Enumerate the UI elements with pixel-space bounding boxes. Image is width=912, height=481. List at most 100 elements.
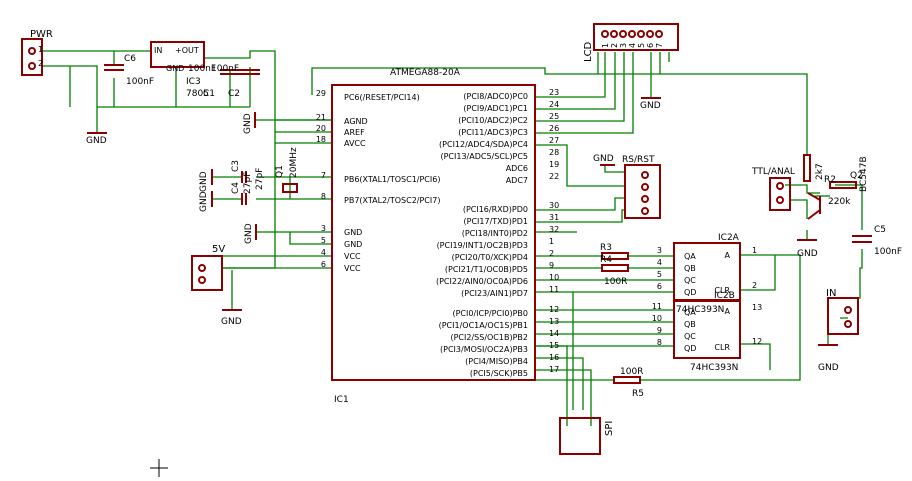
mcu-pin-name: (PCI0/ICP/PCI0)PB0 — [452, 309, 528, 318]
mcu-pin-name: GND — [344, 240, 362, 249]
ic2a-pin-number: 2 — [752, 281, 757, 290]
c1-value: 100nF — [188, 64, 216, 74]
mcu-pin-number: 28 — [549, 148, 559, 157]
rsrst-pin-icon — [641, 171, 649, 179]
mcu-pin-name: (PCI20/T0/XCK)PD4 — [452, 253, 528, 262]
mcu-name: IC1 — [334, 395, 349, 405]
ic2a-pin-number: 5 — [657, 270, 662, 279]
lcd-pin-number: 5 — [637, 43, 646, 48]
c6-value: 100nF — [126, 77, 154, 87]
mcu-pin-name: (PCI16/RXD)PD0 — [463, 205, 528, 214]
c2-label: C2 — [228, 89, 240, 99]
ic2a-pin-number: 4 — [657, 258, 662, 267]
mcu-pin-number: 22 — [549, 172, 559, 181]
mcu-pin-number: 6 — [321, 260, 326, 269]
q2-label: Q2 — [850, 171, 863, 181]
rsrst-pin-icon — [641, 195, 649, 203]
mcu-pin-number: 20 — [316, 124, 326, 133]
lcd-pin-icon — [628, 30, 636, 38]
ic3-value: 7805 — [186, 89, 209, 99]
mcu-pin-number: 15 — [549, 341, 559, 350]
gnd-label: GND — [199, 171, 209, 192]
mcu-pin-name: PB6(XTAL1/TOSC1/PCI6) — [344, 175, 440, 184]
mcu-pin-name: (PCI18/INT0)PD2 — [462, 229, 528, 238]
ic2a-pin-name: QC — [684, 276, 696, 285]
mcu-pin-number: 9 — [549, 261, 554, 270]
c5-capacitor — [852, 235, 872, 243]
lcd-header — [593, 23, 679, 51]
q1-crystal — [282, 183, 298, 193]
ic2b-pin-name: QB — [684, 320, 696, 329]
mcu-pin-number: 16 — [549, 353, 559, 362]
pwr-pin2-label: 2 — [38, 59, 43, 68]
mcu-pin-name: ADC6 — [506, 164, 528, 173]
mcu-pin-name: AVCC — [344, 139, 366, 148]
c2-capacitor — [240, 69, 260, 75]
r-2k7-resistor — [803, 154, 811, 182]
lcd-pin-icon — [646, 30, 654, 38]
lcd-pin-number: 4 — [628, 43, 637, 48]
ic2b-pin-name: QA — [684, 308, 696, 317]
lcd-pin-number: 7 — [655, 43, 664, 48]
c3-value: 27pF — [255, 168, 265, 190]
mcu-pin-name: (PCI17/TXD)PD1 — [464, 217, 529, 226]
mcu-pin-name: VCC — [344, 252, 361, 261]
r5-label: R5 — [632, 389, 644, 399]
rsrst-label: RS/RST — [622, 155, 655, 165]
rsrst-pin-icon — [641, 183, 649, 191]
r-2k7-label: 2k7 — [815, 163, 825, 180]
mcu-pin-name: (PCI2/SS/OC1B)PB2 — [450, 333, 528, 342]
lcd-pin-icon — [637, 30, 645, 38]
ic3-gnd-label: GND — [166, 64, 184, 73]
mcu-pin-number: 21 — [316, 113, 326, 122]
q1-value: 20MHz — [289, 147, 299, 178]
ic2b-counter — [673, 299, 741, 359]
c3-capacitor — [241, 171, 247, 183]
mcu-pin-name: (PCI13/ADC5/SCL)PC5 — [440, 152, 528, 161]
c6-capacitor — [104, 64, 124, 71]
mcu-pin-number: 14 — [549, 329, 559, 338]
r4-resistor — [601, 264, 629, 272]
mcu-pin-name: (PCI5/SCK)PB5 — [470, 369, 528, 378]
gnd-label: GND — [86, 136, 107, 146]
mcu-pin-name: GND — [344, 228, 362, 237]
in-label: IN — [826, 288, 836, 299]
ic2a-value: 74HC393N — [676, 305, 724, 315]
ic2a-pin-name: A — [725, 251, 731, 260]
mcu-pin-number: 18 — [316, 135, 326, 144]
mcu-pin-number: 23 — [549, 88, 559, 97]
q2-transistor — [807, 192, 821, 220]
mcu-value: ATMEGA88-20A — [390, 68, 461, 78]
mcu-pin-name: (PCI22/AIN0/OC0A)PD6 — [436, 277, 528, 286]
ic2b-pin-number: 9 — [657, 326, 662, 335]
r4-label: R4 — [600, 255, 612, 265]
gnd-label: GND — [640, 101, 661, 111]
mcu-pin-name: (PCI21/T1/OC0B)PD5 — [445, 265, 528, 274]
gnd-label: GND — [593, 154, 614, 164]
mcu-pin-name: PB7(XTAL2/TOSC2/PCI7) — [344, 196, 440, 205]
ic2b-pin-number: 11 — [652, 302, 662, 311]
ic3-out-label: +OUT — [175, 46, 199, 55]
mcu-pin-name: (PCI19/INT1/OC2B)PD3 — [437, 241, 528, 250]
lcd-pin-number: 1 — [601, 43, 610, 48]
c5-value: 100nF — [874, 247, 902, 257]
pwr-pin2-icon — [28, 62, 36, 70]
ic2b-pin-number: 12 — [752, 337, 762, 346]
mcu-pin-number: 27 — [549, 136, 559, 145]
ic2b-pin-number: 10 — [652, 314, 662, 323]
lcd-pin-number: 3 — [619, 43, 628, 48]
mcu-pin-name: AREF — [344, 128, 365, 137]
ic2a-pin-name: CLR — [714, 286, 730, 295]
gnd-label: GND — [244, 223, 254, 244]
mcu-pin-number: 10 — [549, 273, 559, 282]
r5-resistor — [613, 376, 641, 384]
c1-label: C1 — [203, 89, 215, 99]
c2-value: 100nF — [211, 64, 239, 74]
mcu-pin-name: (PCI1/OC1A/OC1S)PB1 — [439, 321, 528, 330]
lcd-pin-icon — [655, 30, 663, 38]
ic3-regulator — [150, 41, 205, 68]
ic2a-pin-number: 1 — [752, 246, 757, 255]
wires — [42, 50, 863, 426]
ttlanal-label: TTL/ANAL — [751, 167, 795, 177]
q1-label: Q1 — [275, 165, 285, 178]
